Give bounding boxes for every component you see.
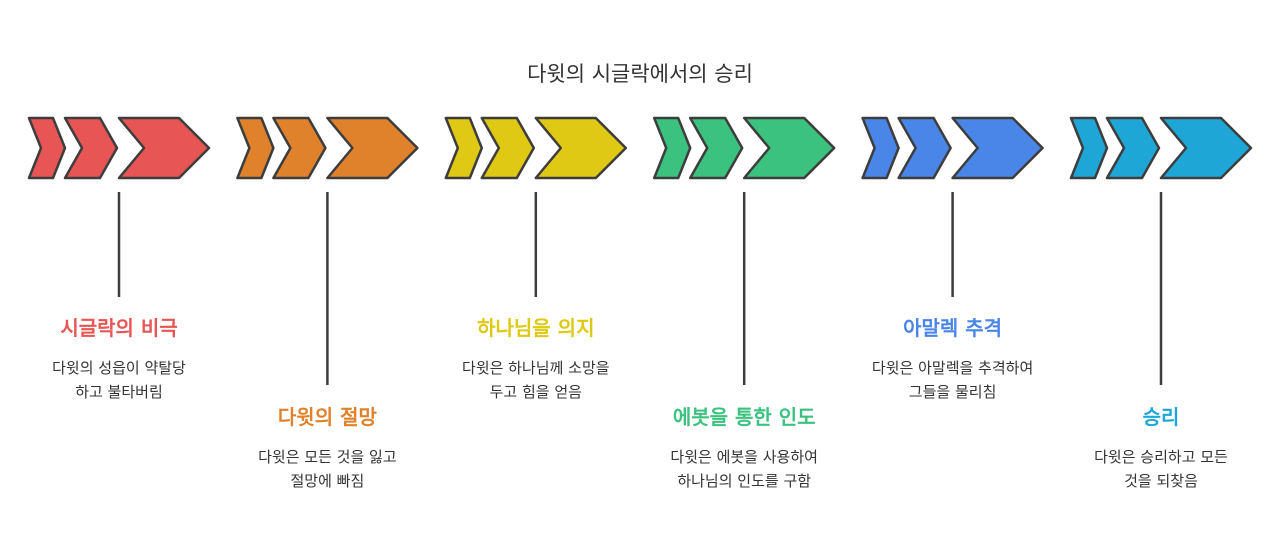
- stage-chevrons-5: [1069, 116, 1253, 180]
- connector-group: [117, 192, 1163, 385]
- stage-desc-4-line-1: 다윗은 아말렉을 추격하여: [871, 359, 1034, 377]
- stage-chevrons-1: [236, 116, 419, 180]
- chevron-5-0: [1069, 116, 1109, 180]
- stage-desc-4: 다윗은 아말렉을 추격하여 그들을 물리침: [833, 356, 1073, 404]
- stage-title-4: 아말렉 추격: [903, 316, 1003, 340]
- chevron-1-2: [326, 116, 419, 180]
- stage-chevrons-2: [444, 116, 628, 180]
- stage-chevrons-0: [27, 116, 211, 180]
- stage-desc-2: 다윗은 하나님께 소망을 두고 힘을 얻음: [416, 356, 656, 404]
- stage-desc-3-line-2: 하나님의 인도를 구함: [677, 472, 812, 490]
- stage-desc-3: 다윗은 에봇을 사용하여 하나님의 인도를 구함: [624, 445, 864, 493]
- chevron-1-1: [272, 116, 327, 180]
- chevron-4-0: [861, 116, 900, 180]
- stage-title-3: 에봇을 통한 인도: [672, 405, 816, 429]
- stage-desc-5: 다윗은 승리하고 모든 것을 되찾음: [1041, 445, 1280, 493]
- stage-desc-4-line-2: 그들을 물리침: [908, 383, 997, 401]
- stage-desc-2-line-1: 다윗은 하나님께 소망을: [462, 359, 610, 377]
- stage-desc-3-line-1: 다윗은 에봇을 사용하여: [670, 448, 818, 466]
- chevron-2-2: [534, 116, 628, 180]
- chevron-4-2: [951, 116, 1044, 180]
- stage-chevrons-4: [861, 116, 1044, 180]
- chevron-4-1: [897, 116, 952, 180]
- chevron-0-1: [63, 116, 119, 180]
- stage-desc-0-line-2: 하고 불타버림: [75, 383, 163, 401]
- chevron-0-0: [27, 116, 67, 180]
- stage-title-1: 다윗의 절망: [277, 405, 377, 429]
- stage-chevrons-3: [652, 116, 836, 180]
- stage-desc-1-line-1: 다윗은 모든 것을 잃고: [258, 448, 397, 466]
- chevron-3-0: [652, 116, 692, 180]
- chevron-2-1: [480, 116, 536, 180]
- stage-desc-0-line-1: 다윗의 성읍이 약탈당: [52, 359, 186, 377]
- stage-title-5: 승리: [1142, 405, 1180, 429]
- diagram-title: 다윗의 시글락에서의 승리: [527, 62, 753, 86]
- chevron-3-1: [688, 116, 744, 180]
- chevron-1-0: [236, 116, 275, 180]
- stage-desc-5-line-1: 다윗은 승리하고 모든: [1094, 448, 1228, 466]
- chevron-5-1: [1105, 116, 1161, 180]
- stage-desc-1: 다윗은 모든 것을 잃고 절망에 빠짐: [207, 445, 447, 493]
- stage-desc-1-line-2: 절망에 빠짐: [290, 472, 365, 490]
- chevron-0-2: [117, 116, 211, 180]
- stage-title-2: 하나님을 의지: [477, 316, 595, 340]
- stage-desc-0: 다윗의 성읍이 약탈당 하고 불타버림: [0, 356, 239, 404]
- stage-title-0: 시글락의 비극: [60, 316, 178, 340]
- chevron-2-0: [444, 116, 484, 180]
- chevron-3-2: [742, 116, 836, 180]
- stage-desc-2-line-2: 두고 힘을 얻음: [489, 383, 582, 401]
- stage-desc-5-line-2: 것을 되찾음: [1124, 472, 1198, 490]
- chevron-group: [27, 116, 1253, 180]
- chevron-5-2: [1159, 116, 1253, 180]
